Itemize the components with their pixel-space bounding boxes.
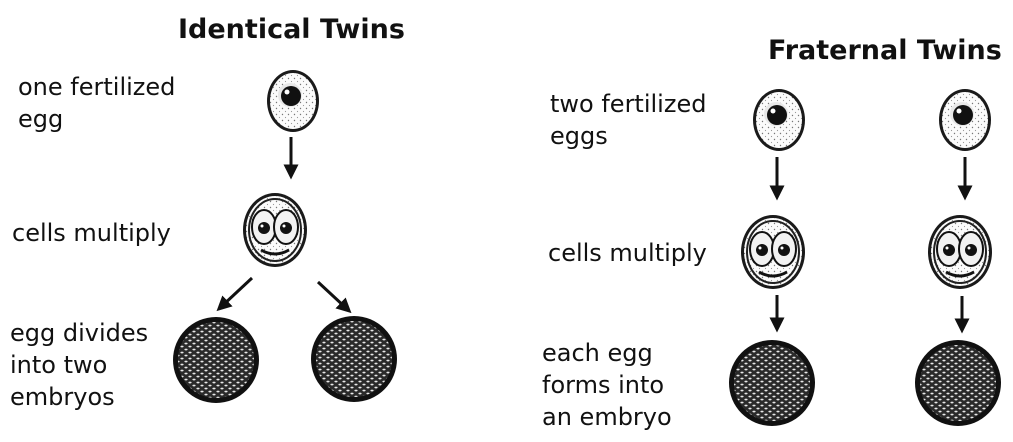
fraternal-egg-1: [753, 89, 805, 151]
identical-arrow-right: [318, 282, 346, 308]
fraternal-embryo-1: [729, 340, 815, 426]
identical-embryo-1: [173, 317, 259, 403]
fraternal-egg-2: [939, 89, 991, 151]
identical-fertilized-egg: [267, 70, 319, 132]
identical-arrow-left: [222, 278, 252, 306]
identical-embryo-2: [311, 316, 397, 402]
identical-dividing-cell: [243, 193, 307, 267]
fraternal-embryo-2: [915, 340, 1001, 426]
fraternal-dividing-cell-1: [741, 215, 805, 289]
fraternal-dividing-cell-2: [928, 215, 992, 289]
